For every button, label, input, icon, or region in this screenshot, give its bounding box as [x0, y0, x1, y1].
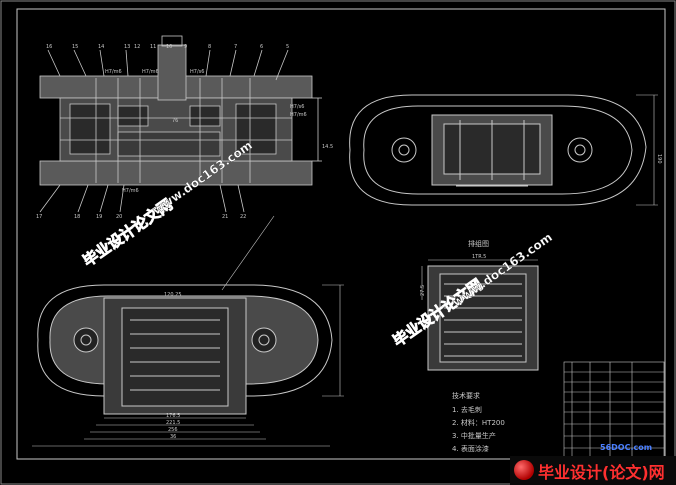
part-number-label: 15: [72, 44, 78, 50]
dimension-label: 27.5: [420, 285, 426, 296]
layout-view: [421, 259, 539, 371]
site-badge: 56DOC.com: [600, 443, 653, 452]
tech-requirements: 技术要求 1. 去毛刺 2. 材料：HT200 3. 中批量生产 4. 表面涂漆: [452, 391, 505, 453]
front-section-view: [39, 35, 322, 213]
part-number-label: 14: [98, 44, 104, 50]
dimension-label: 36: [170, 434, 176, 440]
part-number-label: 9: [184, 44, 187, 50]
part-number-label: 17: [36, 214, 42, 220]
fit-label: H7/m6: [290, 112, 307, 118]
part-number-label: 19: [96, 214, 102, 220]
dimension-label: 120.25: [164, 292, 182, 298]
fit-label: H7/m6: [122, 188, 139, 194]
dimension-label: 1TR.5: [472, 254, 486, 260]
dimension-label: 256: [168, 427, 178, 433]
tech-req-title: 技术要求: [452, 391, 480, 400]
tech-req-item: 4. 表面涂漆: [452, 444, 489, 453]
footer-logo-text: 毕业设计(论文)网: [538, 463, 665, 482]
part-number-label: 21: [222, 214, 228, 220]
dimension-label: 190: [656, 154, 662, 164]
part-number-label: 20: [116, 214, 122, 220]
part-number-label: 10: [166, 44, 172, 50]
part-number-label: 8: [208, 44, 211, 50]
dimension-label: 221.5: [166, 420, 180, 426]
dimension-label: 76: [172, 118, 178, 124]
fit-label: H7/s6: [190, 69, 204, 75]
drawing-inner-frame: [16, 8, 666, 460]
top-view: [349, 94, 658, 206]
tech-req-item: 2. 材料：HT200: [452, 418, 505, 427]
tech-req-item: 1. 去毛刺: [452, 405, 482, 414]
part-number-label: 16: [46, 44, 52, 50]
dimension-label: 176.5: [166, 413, 180, 419]
part-number-label: 13: [124, 44, 130, 50]
footer-logo: 毕业设计(论文)网: [510, 456, 676, 485]
part-number-label: 18: [74, 214, 80, 220]
section-title: 排组图: [468, 239, 489, 248]
globe-icon: [514, 460, 534, 480]
part-number-label: 22: [240, 214, 246, 220]
part-number-label: 6: [260, 44, 263, 50]
part-number-label: 12: [134, 44, 140, 50]
fit-label: H7/s6: [290, 104, 304, 110]
front-view-labels: H7/m6 H7/m6 H7/s6 H7/s6 H7/m6 H7/m6 14.5…: [105, 69, 333, 194]
part-number-label: 7: [234, 44, 237, 50]
fit-label: H7/m6: [105, 69, 122, 75]
tech-req-item: 3. 中批量生产: [452, 431, 496, 440]
part-number-label: 11: [150, 44, 156, 50]
fit-label: H7/m6: [142, 69, 159, 75]
bottom-view: [32, 215, 344, 447]
title-block: [563, 361, 665, 459]
part-number-label: 5: [286, 44, 289, 50]
bottom-view-labels: 120.25 176.5 221.5 256 36: [164, 292, 182, 440]
dimension-label: 14.5: [322, 144, 333, 150]
